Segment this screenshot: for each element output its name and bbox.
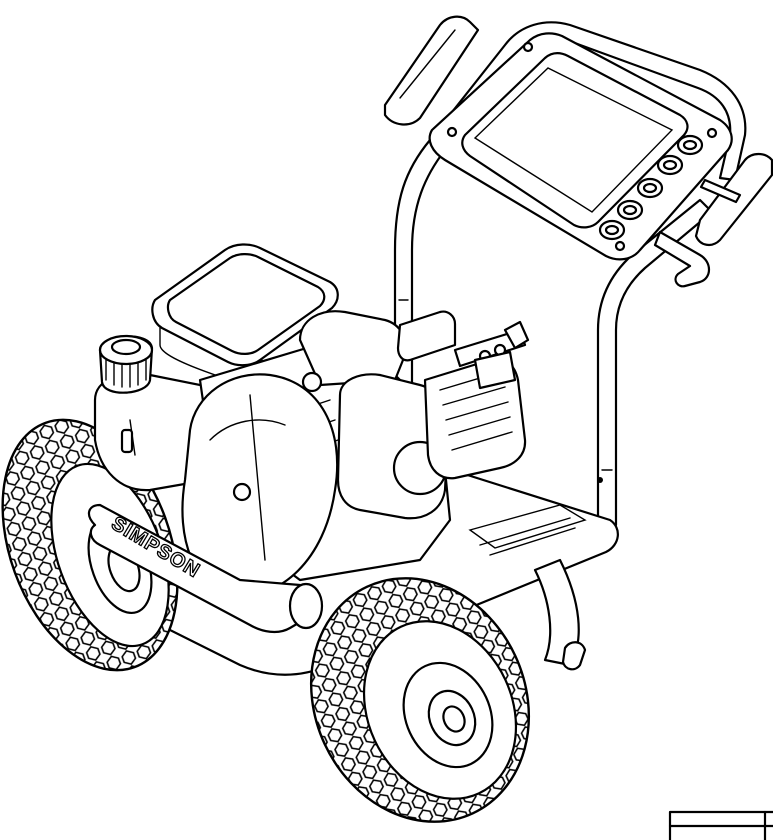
air-filter: [151, 243, 339, 381]
frame-foot: [561, 641, 587, 671]
nozzle-holders: [598, 134, 742, 241]
hose-hook: [653, 230, 711, 288]
recoil-starter: [181, 373, 339, 597]
pump: [396, 310, 530, 480]
front-wheel: [309, 577, 531, 823]
title-block-corner: [668, 810, 773, 840]
unloader: [473, 350, 517, 390]
control-panel: [428, 32, 733, 261]
rear-right-wheel: [533, 558, 580, 667]
fuel-cap: [98, 334, 154, 394]
